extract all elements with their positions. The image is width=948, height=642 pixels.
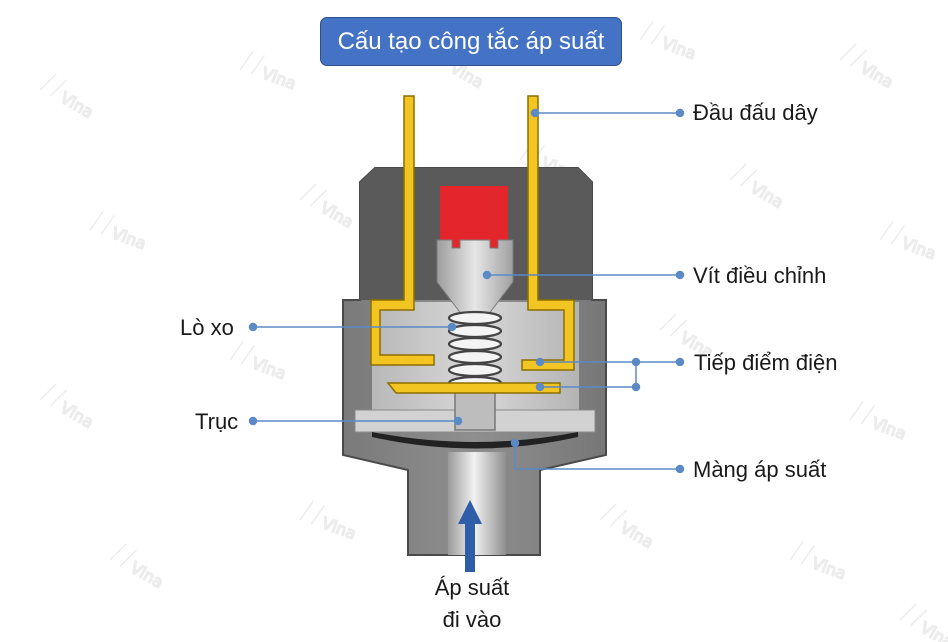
label-diaphragm: Màng áp suất xyxy=(693,457,827,482)
svg-text:Vina: Vina xyxy=(857,58,897,92)
label-contacts: Tiếp điểm điện xyxy=(694,350,838,375)
watermark-mark: Vina xyxy=(599,503,658,553)
svg-text:Vina: Vina xyxy=(659,33,698,63)
svg-text:Vina: Vina xyxy=(127,558,167,592)
svg-text:Vina: Vina xyxy=(317,198,357,232)
svg-text:Vina: Vina xyxy=(259,63,298,93)
leader-lines xyxy=(248,108,685,474)
watermark-mark: Vina xyxy=(229,340,289,384)
label-spring: Lò xo xyxy=(180,315,234,340)
watermark-mark: Vina xyxy=(849,400,909,444)
watermark-mark: Vina xyxy=(879,220,939,264)
watermark-mark: Vina xyxy=(299,500,359,544)
pressure-arrow xyxy=(458,500,482,572)
watermark-mark: Vina xyxy=(239,50,299,94)
svg-text:Vina: Vina xyxy=(899,233,938,263)
svg-text:Vina: Vina xyxy=(57,88,97,122)
terminal-wires xyxy=(370,95,575,371)
watermark-mark: Vina xyxy=(109,543,168,593)
svg-text:Vina: Vina xyxy=(57,398,97,432)
svg-text:Vina: Vina xyxy=(249,353,288,383)
label-terminal: Đầu đấu dây xyxy=(693,100,818,125)
watermark-mark: Vina xyxy=(839,43,898,93)
watermark-mark: Vina xyxy=(89,210,149,254)
contact-strip xyxy=(386,382,561,394)
watermark-mark: Vina xyxy=(789,540,849,584)
svg-text:Vina: Vina xyxy=(617,518,657,552)
svg-text:Vina: Vina xyxy=(917,618,948,642)
label-shaft: Trục xyxy=(195,409,239,434)
watermark-mark: Vina xyxy=(639,20,699,64)
watermark-mark: Vina xyxy=(729,163,788,213)
watermark-mark: Vina xyxy=(299,183,358,233)
label-pressure-in-line2: đi vào xyxy=(442,607,502,632)
diagram-title: Cấu tạo công tắc áp suất xyxy=(320,17,622,66)
label-adjust-screw: Vít điều chỉnh xyxy=(693,263,827,288)
svg-text:Vina: Vina xyxy=(869,413,908,443)
watermark-mark: Vina xyxy=(39,383,98,433)
svg-text:Vina: Vina xyxy=(809,553,848,583)
label-pressure-in-line1: Áp suất xyxy=(434,575,510,600)
svg-text:Vina: Vina xyxy=(747,178,787,212)
watermark-mark: Vina xyxy=(899,603,948,642)
svg-text:Vina: Vina xyxy=(109,223,148,253)
watermark-mark: Vina xyxy=(39,73,98,123)
svg-text:Vina: Vina xyxy=(319,513,358,543)
